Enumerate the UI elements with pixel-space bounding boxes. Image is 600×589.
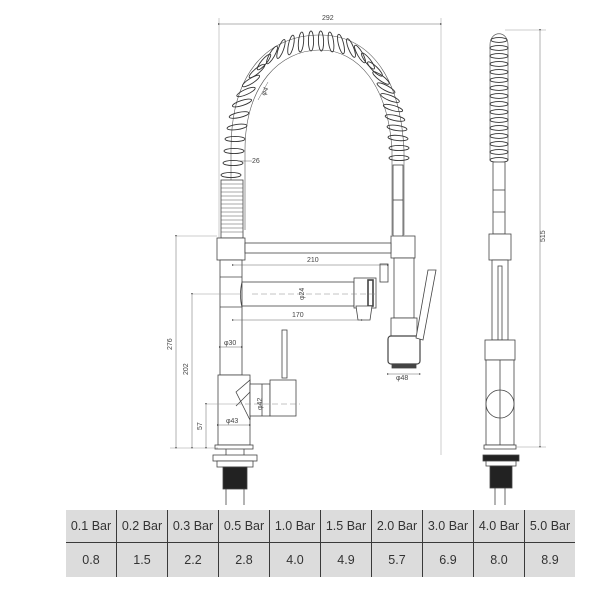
flow-rate-cell: 8.0 [473, 542, 525, 577]
dim-body-diameter: φ30 [224, 340, 236, 347]
pressure-cell: 5.0 Bar [524, 510, 575, 543]
dim-handle-hub-diameter: φ42 [257, 398, 264, 410]
pressure-row: 0.1 Bar 0.2 Bar 0.3 Bar 0.5 Bar 1.0 Bar … [66, 510, 575, 543]
spring-coil [220, 30, 410, 239]
flow-rate-cell: 2.2 [167, 542, 219, 577]
pressure-cell: 1.5 Bar [320, 510, 372, 543]
dim-spout-diameter: φ24 [299, 288, 306, 300]
flow-rate-cell: 8.9 [524, 542, 575, 577]
dim-spout-reach-upper: 210 [307, 257, 319, 264]
flow-rate-table: 0.1 Bar 0.2 Bar 0.3 Bar 0.5 Bar 1.0 Bar … [66, 510, 575, 577]
pressure-cell: 4.0 Bar [473, 510, 525, 543]
front-view: φ4 26 210 φ24 170 φ30 [167, 18, 443, 505]
flow-rate-cell: 5.7 [371, 542, 423, 577]
pressure-cell: 1.0 Bar [269, 510, 321, 543]
flow-rate-cell: 0.8 [66, 542, 117, 577]
dim-spring-wire: φ4 [260, 86, 270, 97]
dim-spout-reach-lower: 170 [292, 312, 304, 319]
dim-height-upper-collar: 276 [167, 338, 174, 350]
dim-base-diameter: φ43 [226, 418, 238, 425]
pressure-cell: 0.1 Bar [66, 510, 117, 543]
pressure-cell: 2.0 Bar [371, 510, 423, 543]
pressure-cell: 0.5 Bar [218, 510, 270, 543]
flow-rate-cell: 1.5 [116, 542, 168, 577]
pressure-cell: 0.2 Bar [116, 510, 168, 543]
dim-height-spout: 202 [183, 363, 190, 375]
pressure-cell: 3.0 Bar [422, 510, 474, 543]
dim-overall-width: 292 [322, 15, 334, 22]
flow-rate-row: 0.8 1.5 2.2 2.8 4.0 4.9 5.7 6.9 8.0 8.9 [66, 542, 575, 577]
flow-rate-cell: 4.0 [269, 542, 321, 577]
dim-overall-height: 515 [540, 230, 547, 242]
dim-spray-head-diameter: φ48 [396, 375, 408, 382]
dim-height-handle: 57 [197, 422, 204, 430]
side-view: 515 [482, 29, 547, 505]
flow-rate-cell: 2.8 [218, 542, 270, 577]
pressure-cell: 0.3 Bar [167, 510, 219, 543]
flow-rate-cell: 6.9 [422, 542, 474, 577]
flow-rate-cell: 4.9 [320, 542, 372, 577]
dim-spring-offset: 26 [252, 158, 260, 165]
faucet-technical-drawing: φ4 26 210 φ24 170 φ30 [167, 15, 547, 505]
